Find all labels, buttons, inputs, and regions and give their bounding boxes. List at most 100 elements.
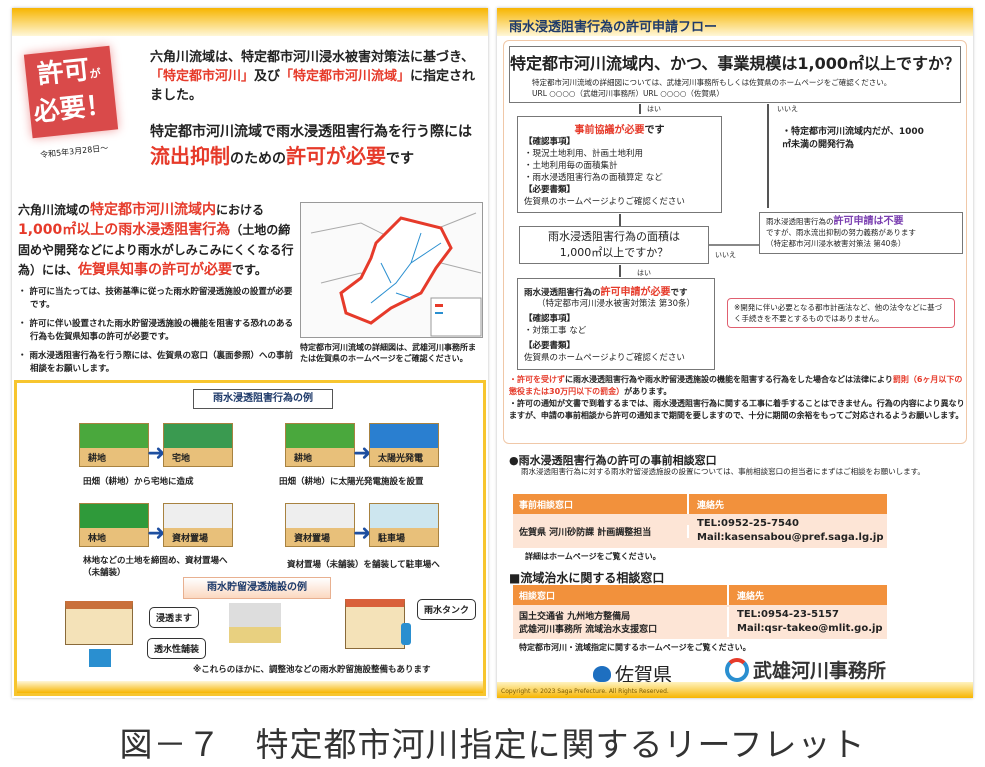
illustration-farmland: 耕地 — [285, 423, 355, 467]
label: 資材置場 — [172, 534, 209, 544]
basin-map — [300, 202, 483, 338]
basin-map-graphic — [310, 212, 482, 337]
arrow-icon — [619, 214, 621, 226]
arrow-icon — [639, 104, 641, 114]
label: 宅地 — [172, 454, 191, 464]
office-name: 武雄河川事務所 流域治水支援窓口 — [519, 625, 658, 635]
list-item: ・ 許可に伴い設置された雨水貯留浸透施設の機能を阻害する恐れのある行為も佐賀県知… — [18, 319, 293, 342]
callout-permeable-pavement: 透水性舗装 — [147, 638, 207, 659]
contact1-footer[interactable]: 詳細はホームページをご覧ください。 — [525, 552, 661, 561]
question-url: URL ○○○○（武雄河川事務所）URL ○○○○（佐賀県） — [532, 89, 724, 98]
label: 資材置場 — [294, 534, 331, 544]
logo-text: 佐賀県 — [615, 664, 673, 686]
highlight: 許可申請は不要 — [833, 216, 904, 227]
table-header: 相談窓口 — [513, 585, 729, 605]
saga-emblem-icon — [593, 665, 611, 682]
arrow-icon: ➜ — [353, 521, 372, 546]
highlight: ・許可を受けず — [509, 375, 565, 384]
footer-band — [17, 681, 483, 693]
house-illustration — [345, 599, 405, 649]
check-heading: 【確認事項】 — [524, 137, 576, 147]
not-required-box: 雨水浸透阻害行為の許可申請は不要 ですが、雨水流出抑制の努力義務があります （特… — [759, 212, 963, 254]
contact2-footer[interactable]: 特定都市河川・流域指定に関するホームページをご覧ください。 — [519, 643, 751, 652]
table-header: 連絡先 — [697, 500, 725, 511]
text: 許可に伴い設置された雨水貯留浸透施設の機能を阻害する恐れのある行為も佐賀県知事の… — [29, 319, 293, 342]
label: 太陽光発電 — [378, 454, 424, 464]
text: に指定されました。 — [150, 69, 476, 103]
examples-note: ※これらのほかに、調整池などの雨水貯留施設整備もあります — [193, 665, 431, 675]
highlight: 1,000㎡以上の雨水浸透阻害行為 — [18, 222, 231, 238]
saga-logo: 佐賀県 — [593, 660, 672, 687]
question-text: 雨水浸透阻害行為の面積は — [548, 230, 680, 243]
text: 六角川流域の — [18, 203, 91, 217]
text: 雨水浸透阻害行為の — [766, 217, 834, 226]
text: 雨水浸透阻害行為を行う際には、佐賀県の窓口（裏面参照）への事前相談をお願いします… — [29, 351, 293, 374]
text: 六角川流域は、特定都市河川浸水被害対策法に基づき、 — [150, 50, 475, 65]
highlight: 流出抑制 — [150, 144, 230, 168]
office-name: 佐賀県 河川砂防課 計画調整担当 — [513, 524, 689, 538]
highlight: 罰則（6ヶ月以下の懲役または30万円以下の罰金） — [509, 375, 963, 396]
list-item: ・ 許可に当たっては、技術基準に従った雨水貯留浸透施設の設置が必要です。 — [18, 287, 293, 310]
arrow-icon — [709, 244, 759, 246]
takeo-office-logo: 武雄河川事務所 — [725, 656, 886, 683]
illustration-forest: 林地 — [79, 503, 149, 547]
mlit-emblem-icon — [725, 657, 749, 682]
docs-heading: 【必要書類】 — [524, 185, 576, 195]
effective-date: 令和5年3月28日～ — [39, 143, 109, 160]
example-caption: 田畑（耕地）に太陽光発電施設を設置 — [279, 477, 424, 487]
phone: TEL:0952-25-7540 — [697, 518, 799, 529]
permit-required-badge: 許可が 必要！ — [23, 45, 119, 139]
highlight: 許可申請が必要 — [600, 287, 671, 298]
badge-line1: 許可 — [35, 55, 91, 91]
check-heading: 【確認事項】 — [524, 314, 576, 324]
callout-infiltration-basin: 浸透ます — [149, 607, 200, 628]
contact1-desc: 雨水浸透阻害行為に対する雨水貯留浸透施設の設置については、事前相談窓口の担当者に… — [521, 467, 925, 476]
requirement-list: ・ 許可に当たっては、技術基準に従った雨水貯留浸透施設の設置が必要です。 ・ 許… — [18, 286, 296, 376]
check-item: ・対策工事 など — [524, 326, 587, 336]
intro-headline: 特定都市河川流域で雨水浸透阻害行為を行う際には流出抑制のための許可が必要です — [150, 120, 485, 171]
highlight: 許可が必要 — [286, 144, 386, 168]
check-item: ・雨水浸透阻害行為の面積算定 など — [524, 173, 663, 183]
check-item: ・土地利用毎の面積集計 — [524, 161, 618, 171]
docs-heading: 【必要書類】 — [524, 341, 576, 351]
label: 林地 — [88, 534, 107, 544]
rain-tank-illustration — [401, 623, 411, 645]
email-link[interactable]: Mail:qsr-takeo@mlit.go.jp — [737, 623, 883, 634]
question-text: 1,000㎡以上ですか？ — [559, 246, 669, 259]
yes-label: はい — [647, 105, 661, 113]
no-label: いいえ — [777, 105, 798, 113]
text: です — [386, 151, 414, 167]
text: 許可に当たっては、技術基準に従った雨水貯留浸透施設の設置が必要です。 — [29, 287, 293, 310]
text: 特定都市河川流域で雨水浸透阻害行為を行う際には — [150, 124, 472, 140]
text: ですが、雨水流出抑制の努力義務があります — [766, 228, 916, 237]
facility-title: 雨水貯留浸透施設の例 — [183, 577, 331, 599]
question-1: 特定都市河川流域内、かつ、事業規模は1,000㎡以上ですか？ 特定都市河川流域の… — [509, 46, 961, 103]
arrow-icon: ➜ — [353, 441, 372, 466]
flow-container — [503, 40, 967, 444]
example-caption: 林地などの土地を締固め、資材置場へ（未舗装） — [83, 556, 228, 578]
map-caption: 特定都市河川流域の詳細図は、武雄河川事務所または佐賀県のホームページをご確認くだ… — [300, 343, 476, 363]
text: があります。 — [624, 387, 672, 396]
email-link[interactable]: Mail:kasensabou@pref.saga.lg.jp — [697, 532, 884, 543]
contact2-title: ■流域治水に関する相談窓口 — [509, 571, 665, 585]
no-case-text: ・特定都市河川流域内だが、1000㎡未満の開発行為 — [782, 127, 924, 150]
phone: TEL:0954-23-5157 — [737, 609, 839, 620]
highlight: 「特定都市河川流域」 — [280, 69, 411, 84]
text: 及び — [254, 69, 281, 84]
pre-consultation-box: 事前協議が必要です 【確認事項】 ・現況土地利用、計画土地利用 ・土地利用毎の面… — [517, 116, 722, 213]
leaflet-back: 雨水浸透阻害行為の許可申請フロー 特定都市河川流域内、かつ、事業規模は1,000… — [497, 8, 973, 698]
penalty-notes: ・許可を受けずに雨水浸透阻害行為や雨水貯留浸透施設の機能を阻害する行為をした場合… — [509, 374, 967, 422]
arrow-icon — [619, 265, 621, 277]
illustration-farmland: 耕地 — [79, 423, 149, 467]
no-label: いいえ — [715, 251, 736, 259]
copyright: Copyright © 2023 Saga Prefecture. All Ri… — [501, 688, 669, 695]
text: のための — [230, 151, 286, 167]
logo-text: 武雄河川事務所 — [753, 660, 887, 682]
illustration-storage: 資材置場 — [163, 503, 233, 547]
law-reference: （特定都市河川浸水被害対策法 第30条） — [536, 299, 696, 309]
highlight: 「特定都市河川」 — [150, 69, 255, 84]
